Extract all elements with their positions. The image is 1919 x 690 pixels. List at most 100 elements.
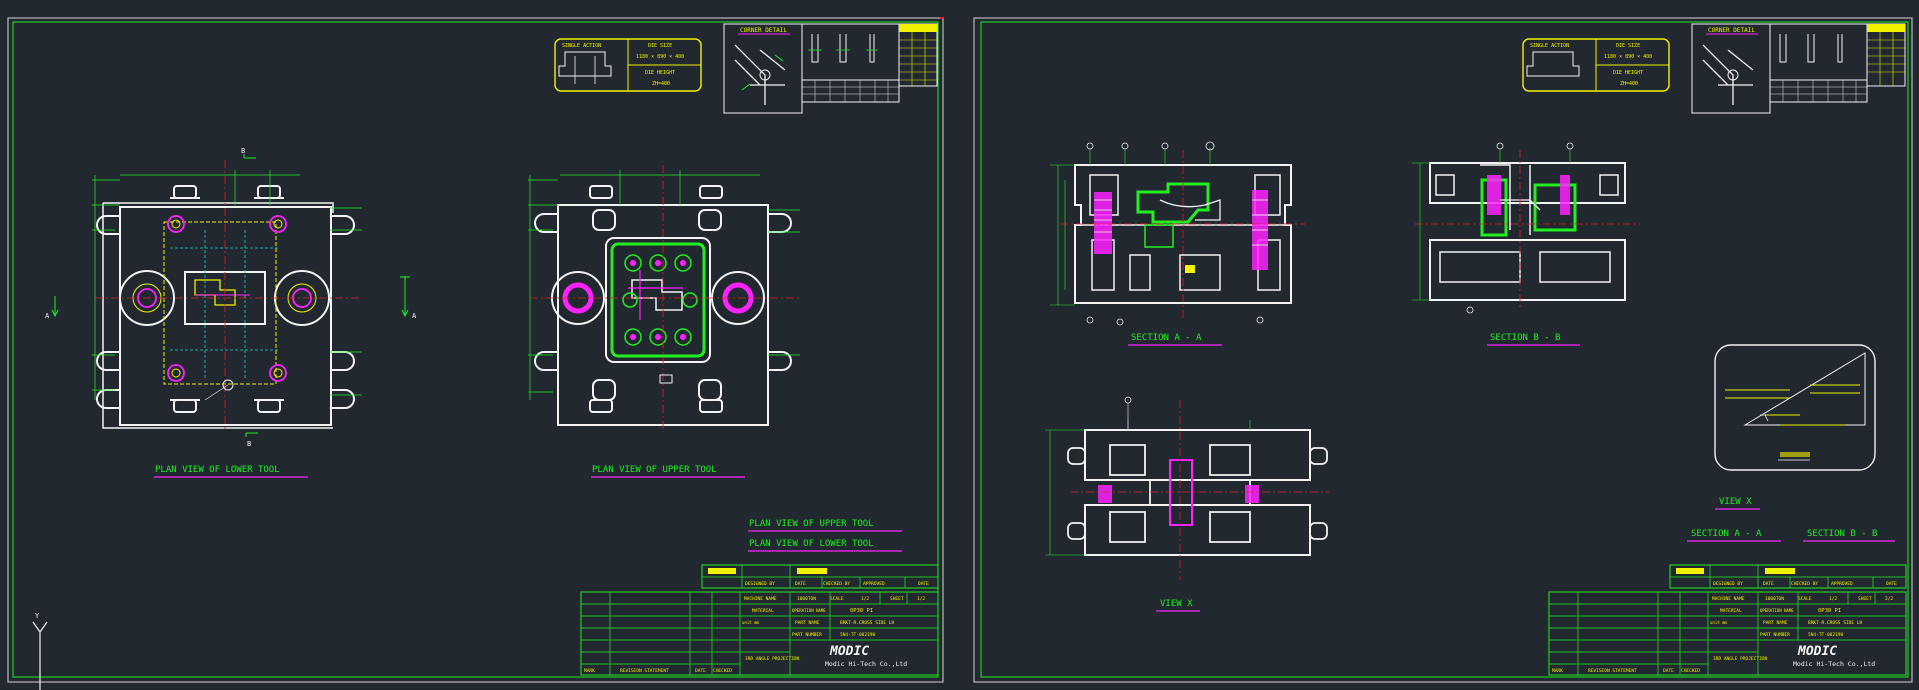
svg-text:1000TON: 1000TON	[797, 596, 816, 602]
title-block-2: DESIGNED BY DATE CHECKED BY APPROVED DAT…	[1548, 564, 1907, 676]
notes-panel	[1714, 344, 1876, 471]
svg-text:DIE SIZE: DIE SIZE	[1616, 43, 1640, 49]
svg-text:2/2: 2/2	[1885, 596, 1893, 602]
svg-text:SCALE: SCALE	[1798, 596, 1812, 602]
lower-tool-plan-view[interactable]	[92, 160, 362, 430]
view-x[interactable]	[1045, 396, 1330, 580]
die-height-value: ZH=400	[652, 81, 670, 87]
title-block: DESIGNED BY DATE CHECKED BY APPROVED DAT…	[580, 564, 939, 676]
corner-detail: CORNER DETAIL	[723, 23, 938, 114]
svg-text:SINGLE ACTION: SINGLE ACTION	[1530, 43, 1569, 49]
svg-text:DESIGNED BY: DESIGNED BY	[745, 581, 775, 587]
svg-text:DIE HEIGHT: DIE HEIGHT	[1613, 70, 1643, 76]
svg-text:MACHINE NAME: MACHINE NAME	[744, 596, 777, 602]
svg-text:SHEET: SHEET	[1858, 596, 1872, 602]
svg-text:OPERATION NAME: OPERATION NAME	[1760, 608, 1794, 613]
svg-text:DATE: DATE	[795, 581, 806, 587]
svg-text:ZH=400: ZH=400	[1620, 81, 1638, 87]
legend-titles: PLAN VIEW OF UPPER TOOL PLAN VIEW OF LOW…	[748, 519, 902, 552]
single-action-label: SINGLE ACTION	[562, 43, 601, 49]
svg-text:3RD ANGLE PROJECTION: 3RD ANGLE PROJECTION	[1713, 656, 1767, 662]
svg-text:CHECKED BY: CHECKED BY	[823, 581, 850, 587]
section-mark-left: A	[45, 312, 50, 320]
svg-text:DATE: DATE	[1763, 581, 1774, 587]
svg-text:MATERIAL: MATERIAL	[1720, 608, 1742, 614]
upper-plan-title: PLAN VIEW OF UPPER TOOL	[591, 465, 745, 478]
svg-text:1000TON: 1000TON	[1765, 596, 1784, 602]
svg-text:VIEW X: VIEW X	[1160, 599, 1193, 609]
company-name: Modic Hi-Tech Co.,Ltd	[825, 660, 907, 668]
svg-text:BRKT-R.CROSS SIDE LH: BRKT-R.CROSS SIDE LH	[840, 620, 894, 626]
company-logo: MODIC	[829, 644, 869, 659]
svg-text:DATE: DATE	[1663, 668, 1674, 674]
svg-text:5N4-TT-002190: 5N4-TT-002190	[1808, 632, 1844, 638]
svg-text:APPROVED: APPROVED	[863, 581, 885, 587]
svg-text:BRKT-R.CROSS SIDE LH: BRKT-R.CROSS SIDE LH	[1808, 620, 1862, 626]
svg-text:PLAN VIEW OF LOWER TOOL: PLAN VIEW OF LOWER TOOL	[749, 539, 874, 549]
svg-text:PLAN VIEW OF LOWER TOOL: PLAN VIEW OF LOWER TOOL	[155, 465, 280, 475]
ucs-icon: Y	[32, 612, 48, 690]
svg-text:REVISION STATEMENT: REVISION STATEMENT	[1588, 668, 1637, 674]
svg-text:OP30 PI: OP30 PI	[850, 608, 873, 614]
svg-text:SECTION B - B: SECTION B - B	[1490, 333, 1560, 343]
svg-text:5N4-TT-002190: 5N4-TT-002190	[840, 632, 876, 638]
company-name-2: Modic Hi-Tech Co.,Ltd	[1793, 660, 1875, 668]
svg-text:REVISION STATEMENT: REVISION STATEMENT	[620, 668, 669, 674]
svg-text:MACHINE NAME: MACHINE NAME	[1712, 596, 1745, 602]
svg-text:1/2: 1/2	[917, 596, 925, 602]
svg-text:MARK: MARK	[1552, 668, 1563, 674]
section-mark-bottom: B	[247, 440, 251, 448]
svg-text:CHECKED: CHECKED	[713, 668, 732, 674]
sheet-1: SINGLE ACTION DIE SIZE 1180 × 890 × 400 …	[7, 17, 944, 683]
svg-text:PART NAME: PART NAME	[795, 620, 820, 626]
svg-text:3RD ANGLE PROJECTION: 3RD ANGLE PROJECTION	[745, 656, 799, 662]
svg-text:SECTION B - B: SECTION B - B	[1807, 529, 1877, 539]
legend-titles-2: VIEW X SECTION A - A SECTION B - B	[1687, 497, 1895, 542]
corner-detail-2: CORNER DETAIL	[1691, 23, 1906, 114]
svg-text:MARK: MARK	[584, 668, 595, 674]
svg-text:VIEW X: VIEW X	[1719, 497, 1752, 507]
svg-text:1/2: 1/2	[861, 596, 869, 602]
svg-text:DATE: DATE	[1886, 581, 1897, 587]
svg-text:DATE: DATE	[695, 668, 706, 674]
svg-text:CHECKED BY: CHECKED BY	[1791, 581, 1818, 587]
die-info-box-2: SINGLE ACTION DIE SIZE 1180 × 890 × 400 …	[1522, 38, 1670, 92]
svg-text:APPROVED: APPROVED	[1831, 581, 1853, 587]
svg-text:unit mm: unit mm	[742, 620, 759, 625]
section-mark-right: A	[412, 312, 417, 320]
svg-text:PLAN VIEW OF UPPER TOOL: PLAN VIEW OF UPPER TOOL	[592, 465, 717, 475]
svg-text:unit mm: unit mm	[1710, 620, 1727, 625]
svg-text:SECTION A - A: SECTION A - A	[1691, 529, 1762, 539]
svg-text:OPERATION NAME: OPERATION NAME	[792, 608, 826, 613]
svg-text:1180 × 890 × 400: 1180 × 890 × 400	[1604, 54, 1652, 60]
lower-plan-title: PLAN VIEW OF LOWER TOOL	[154, 465, 308, 478]
section-a-a-title: SECTION A - A	[1128, 333, 1222, 346]
die-info-box: SINGLE ACTION DIE SIZE 1180 × 890 × 400 …	[554, 38, 702, 92]
die-size-value: 1180 × 890 × 400	[636, 54, 684, 60]
svg-text:DESIGNED BY: DESIGNED BY	[1713, 581, 1743, 587]
svg-text:SHEET: SHEET	[890, 596, 904, 602]
corner-detail-label: CORNER DETAIL	[740, 27, 787, 34]
view-x-title: VIEW X	[1156, 599, 1200, 612]
svg-text:CHECKED: CHECKED	[1681, 668, 1700, 674]
section-a-a-view[interactable]	[1050, 141, 1305, 326]
svg-text:CORNER DETAIL: CORNER DETAIL	[1708, 27, 1755, 34]
section-b-b-view[interactable]	[1412, 142, 1640, 314]
die-height-label: DIE HEIGHT	[645, 70, 675, 76]
die-size-label: DIE SIZE	[648, 43, 672, 49]
section-mark-top: B	[241, 147, 245, 155]
svg-text:OP30 PI: OP30 PI	[1818, 608, 1841, 614]
svg-text:MATERIAL: MATERIAL	[752, 608, 774, 614]
section-b-b-title: SECTION B - B	[1487, 333, 1580, 346]
svg-text:SCALE: SCALE	[830, 596, 844, 602]
svg-text:1/2: 1/2	[1829, 596, 1837, 602]
svg-text:PART NUMBER: PART NUMBER	[792, 632, 822, 638]
svg-text:DATE: DATE	[918, 581, 929, 587]
upper-tool-plan-view[interactable]	[528, 165, 800, 430]
svg-text:PART NAME: PART NAME	[1763, 620, 1788, 626]
svg-text:SECTION A - A: SECTION A - A	[1131, 333, 1202, 343]
company-logo-2: MODIC	[1797, 644, 1837, 659]
svg-text:PLAN VIEW OF UPPER TOOL: PLAN VIEW OF UPPER TOOL	[749, 519, 874, 529]
sheet-2: SINGLE ACTION DIE SIZE 1180 × 890 × 400 …	[973, 17, 1913, 683]
